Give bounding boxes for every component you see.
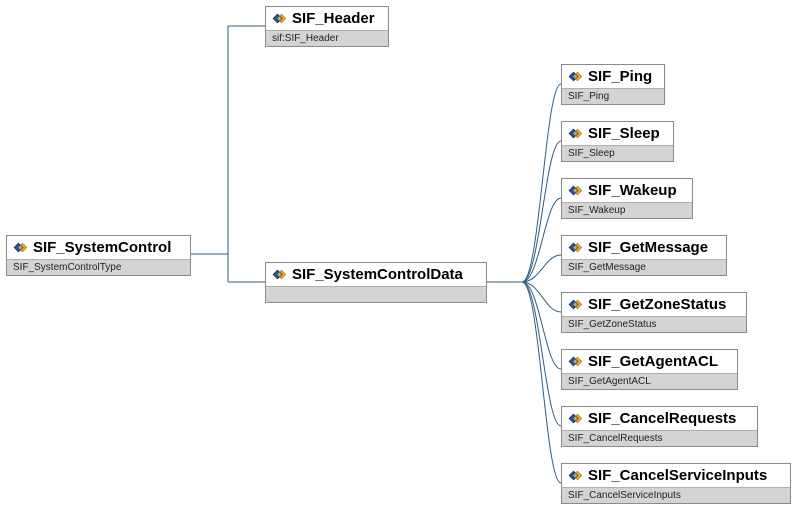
element-icon	[568, 128, 583, 139]
node-type	[266, 286, 486, 302]
node-sif-systemcontrol[interactable]: SIF_SystemControl SIF_SystemControlType	[6, 235, 191, 276]
node-label: SIF_GetZoneStatus	[588, 295, 727, 313]
connector-cancelserviceinputs	[521, 281, 562, 484]
node-type: SIF_CancelServiceInputs	[562, 487, 790, 503]
node-sif-ping[interactable]: SIF_Ping SIF_Ping	[561, 64, 665, 105]
node-sif-wakeup[interactable]: SIF_Wakeup SIF_Wakeup	[561, 178, 693, 219]
node-type: SIF_Sleep	[562, 145, 673, 161]
node-type: SIF_Ping	[562, 88, 664, 104]
node-sif-cancelserviceinputs[interactable]: SIF_CancelServiceInputs SIF_CancelServic…	[561, 463, 791, 504]
node-sif-sleep[interactable]: SIF_Sleep SIF_Sleep	[561, 121, 674, 162]
node-label: SIF_GetMessage	[588, 238, 709, 256]
element-icon	[272, 13, 287, 24]
node-label: SIF_SystemControlData	[292, 265, 463, 283]
node-label: SIF_Sleep	[588, 124, 660, 142]
node-title: SIF_CancelRequests	[562, 407, 757, 429]
node-title: SIF_CancelServiceInputs	[562, 464, 790, 486]
node-title: SIF_Sleep	[562, 122, 673, 144]
element-icon	[568, 356, 583, 367]
connector-getmessage	[521, 254, 562, 283]
node-label: SIF_GetAgentACL	[588, 352, 719, 370]
node-label: SIF_CancelRequests	[588, 409, 737, 427]
connector-getagentacl	[521, 281, 562, 370]
node-label: SIF_Header	[292, 9, 375, 27]
element-icon	[568, 185, 583, 196]
node-title: SIF_GetMessage	[562, 236, 726, 258]
node-type: SIF_GetAgentACL	[562, 373, 737, 389]
node-sif-getagentacl[interactable]: SIF_GetAgentACL SIF_GetAgentACL	[561, 349, 738, 390]
node-sif-getmessage[interactable]: SIF_GetMessage SIF_GetMessage	[561, 235, 727, 276]
element-icon	[568, 242, 583, 253]
element-icon	[568, 413, 583, 424]
node-title: SIF_SystemControl	[7, 236, 190, 258]
element-icon	[568, 299, 583, 310]
node-type: SIF_Wakeup	[562, 202, 692, 218]
node-title: SIF_GetZoneStatus	[562, 293, 746, 315]
node-type: SIF_GetMessage	[562, 259, 726, 275]
node-sif-header[interactable]: SIF_Header sif:SIF_Header	[265, 6, 389, 47]
node-type: SIF_GetZoneStatus	[562, 316, 746, 332]
node-label: SIF_SystemControl	[33, 238, 172, 256]
node-label: SIF_Ping	[588, 67, 653, 85]
element-icon	[272, 269, 287, 280]
node-sif-systemcontroldata[interactable]: SIF_SystemControlData	[265, 262, 487, 303]
connector-sleep	[521, 140, 562, 283]
node-type: SIF_SystemControlType	[7, 259, 190, 275]
connector-ping	[521, 83, 562, 283]
element-icon	[13, 242, 28, 253]
element-icon	[568, 71, 583, 82]
node-label: SIF_CancelServiceInputs	[588, 466, 768, 484]
node-title: SIF_Wakeup	[562, 179, 692, 201]
node-title: SIF_Ping	[562, 65, 664, 87]
node-label: SIF_Wakeup	[588, 181, 677, 199]
connector-wakeup	[521, 197, 562, 283]
node-title: SIF_Header	[266, 7, 388, 29]
element-icon	[568, 470, 583, 481]
node-type: sif:SIF_Header	[266, 30, 388, 46]
node-title: SIF_SystemControlData	[266, 263, 486, 285]
node-sif-cancelrequests[interactable]: SIF_CancelRequests SIF_CancelRequests	[561, 406, 758, 447]
connector-cancelrequests	[521, 281, 562, 427]
node-title: SIF_GetAgentACL	[562, 350, 737, 372]
node-sif-getzonestatus[interactable]: SIF_GetZoneStatus SIF_GetZoneStatus	[561, 292, 747, 333]
connector-getzonestatus	[521, 281, 562, 313]
node-type: SIF_CancelRequests	[562, 430, 757, 446]
